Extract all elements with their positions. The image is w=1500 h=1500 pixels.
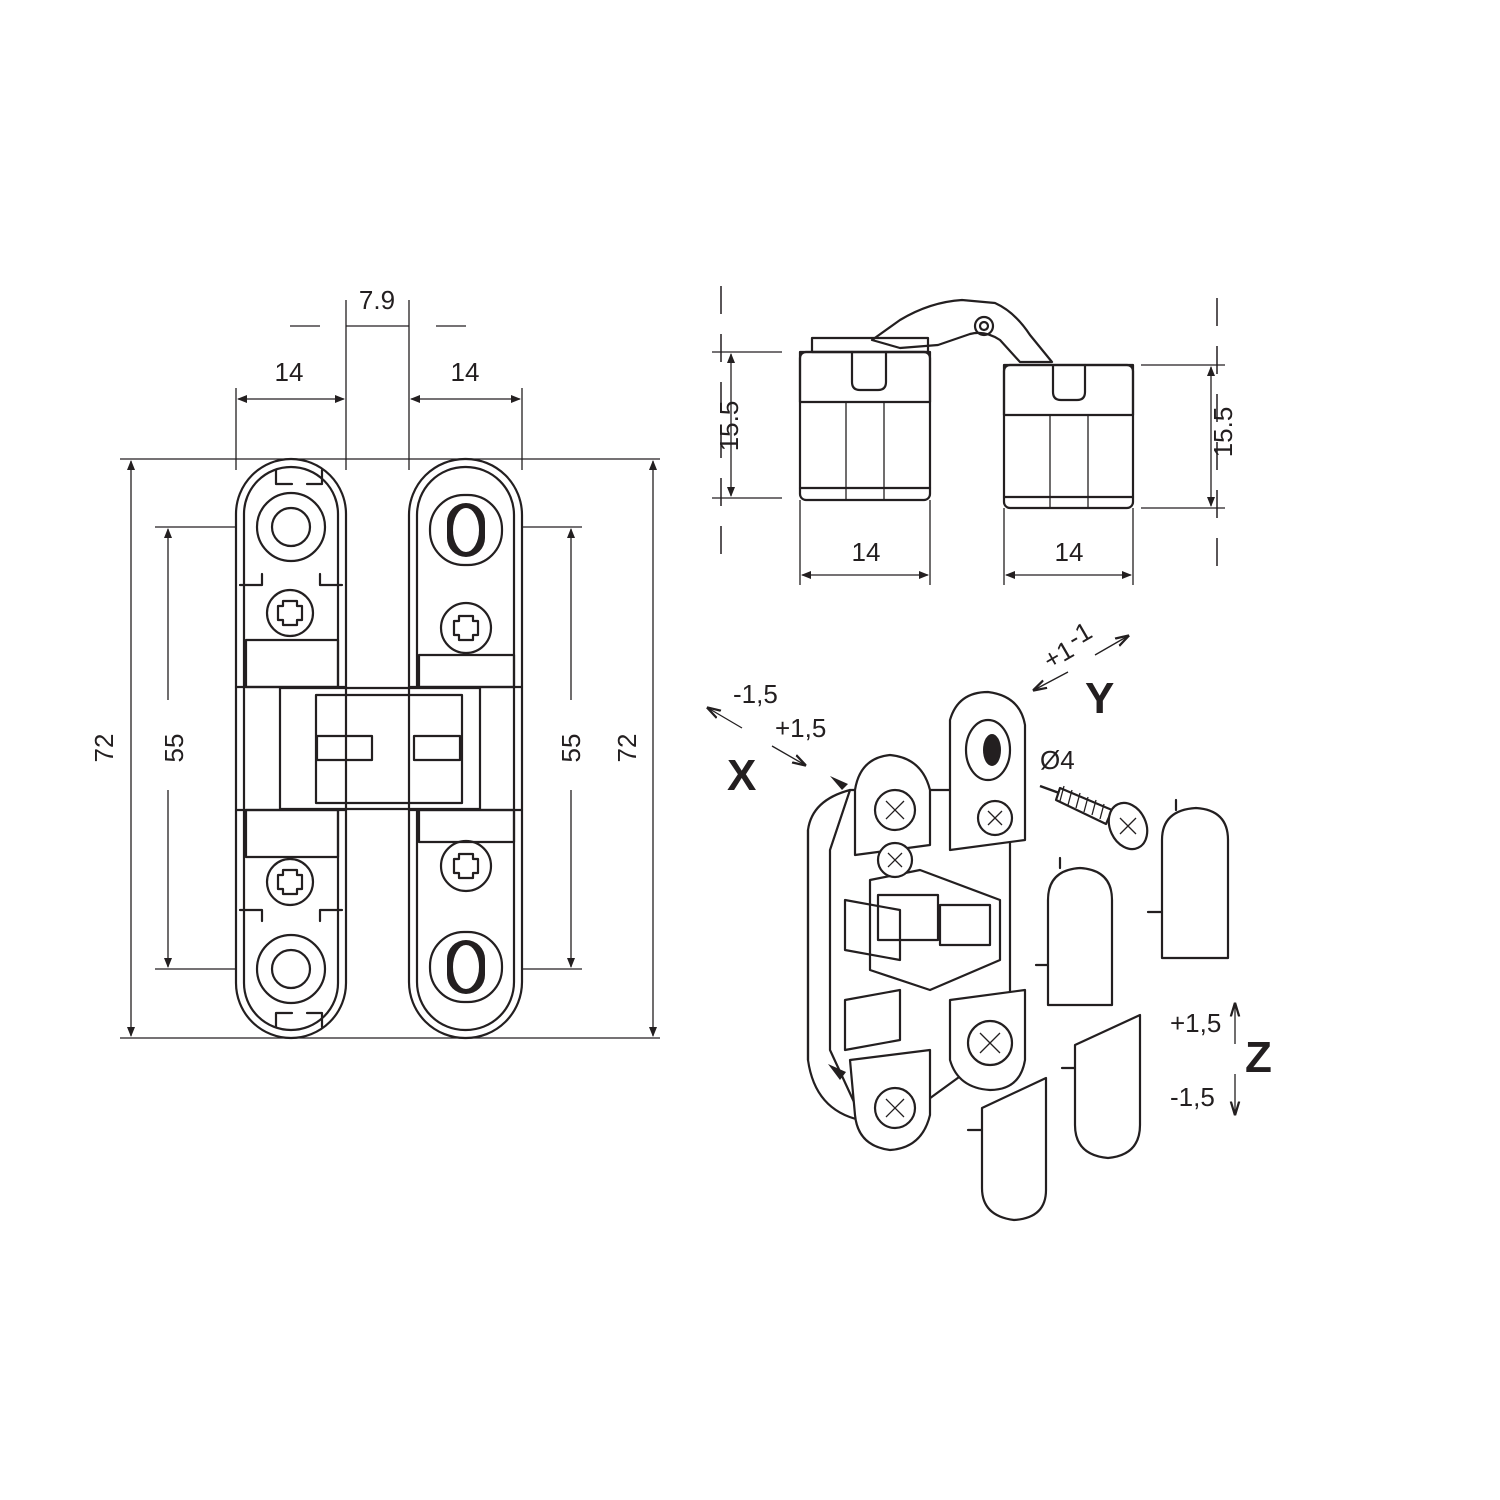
- x-plus-arrow: [771, 745, 805, 765]
- top-dim-left-width-label: 14: [852, 537, 881, 567]
- iso-knuckle-lower-left: [828, 1048, 932, 1152]
- top-dim-right-width-label: 14: [1055, 537, 1084, 567]
- slot-hole: [428, 493, 504, 567]
- cover-cap: [1046, 866, 1114, 1007]
- top-dim-right-height-label: 15.5: [1208, 407, 1238, 458]
- dim-left-height-label: 72: [89, 734, 119, 763]
- dim-left-width-label: 14: [275, 357, 304, 387]
- mounting-hole: [255, 933, 327, 1005]
- top-right-block: [1002, 363, 1135, 510]
- x-plus-label: +1,5: [775, 713, 826, 743]
- front-extension-lines: [120, 300, 660, 1039]
- axis-z-label: Z: [1245, 1033, 1272, 1082]
- top-extension-lines: [712, 286, 1225, 585]
- adjustment-screw: [265, 588, 315, 638]
- z-plus-label: +1,5: [1170, 1008, 1221, 1038]
- dim-left-spacing-label: 55: [159, 734, 189, 763]
- iso-knuckle-lower-right: [948, 988, 1027, 1092]
- front-center-knuckle: [278, 686, 482, 811]
- x-minus-arrow: [708, 708, 743, 729]
- dim-right-spacing-label: 55: [556, 734, 586, 763]
- top-left-block: [798, 336, 932, 502]
- y-minus-arrow: [1094, 636, 1128, 656]
- top-dim-left-height-label: 15.5: [714, 401, 744, 452]
- y-plus-arrow: [1034, 671, 1069, 690]
- front-view: 7.9 14 14 72 55 55 72: [89, 285, 660, 1040]
- cover-caps: [966, 798, 1230, 1222]
- iso-knuckle-upper-left: [830, 753, 932, 879]
- cover-cap: [1160, 806, 1230, 960]
- iso-knuckle-upper-right: [948, 690, 1027, 852]
- x-minus-label: -1,5: [733, 679, 778, 709]
- wood-screw: [1039, 784, 1149, 851]
- slot-hole: [428, 930, 504, 1004]
- screw-diameter-label: Ø4: [1040, 745, 1075, 775]
- dim-gap-label: 7.9: [359, 285, 395, 315]
- dim-right-height-label: 72: [612, 734, 642, 763]
- axis-x-label: X: [727, 751, 756, 800]
- adjustment-screw: [265, 857, 315, 907]
- cover-cap: [980, 1076, 1048, 1222]
- iso-hinge-body: [806, 788, 1012, 1122]
- dim-right-width-label: 14: [451, 357, 480, 387]
- mounting-hole: [255, 491, 327, 563]
- cover-cap: [1073, 1013, 1142, 1160]
- top-view: 15.5 15.5 14 14: [712, 286, 1238, 585]
- adjustment-view: X -1,5 +1,5 Y +1 -1 Z +1,5 -1,5 Ø4: [708, 616, 1272, 1222]
- adjustment-screw: [439, 601, 493, 655]
- axis-y-label: Y: [1085, 674, 1114, 723]
- adjustment-screw: [439, 839, 493, 893]
- z-minus-label: -1,5: [1170, 1082, 1215, 1112]
